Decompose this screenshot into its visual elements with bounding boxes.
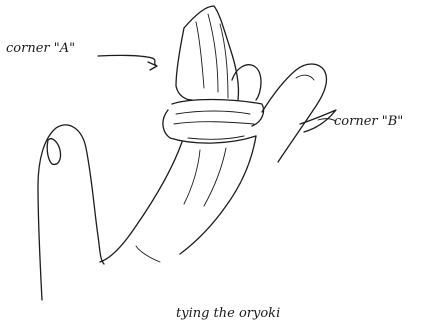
corner-b-label: corner "B" [334,114,403,129]
corner-a-arrow [98,55,157,70]
cloth-corner-a [176,6,239,100]
hand [100,136,256,262]
corner-a-label: corner "A" [6,41,75,56]
figure-caption: tying the oryoki [176,306,280,321]
knot-wrap [163,100,264,144]
raised-finger [262,64,326,162]
thumb [38,125,104,300]
